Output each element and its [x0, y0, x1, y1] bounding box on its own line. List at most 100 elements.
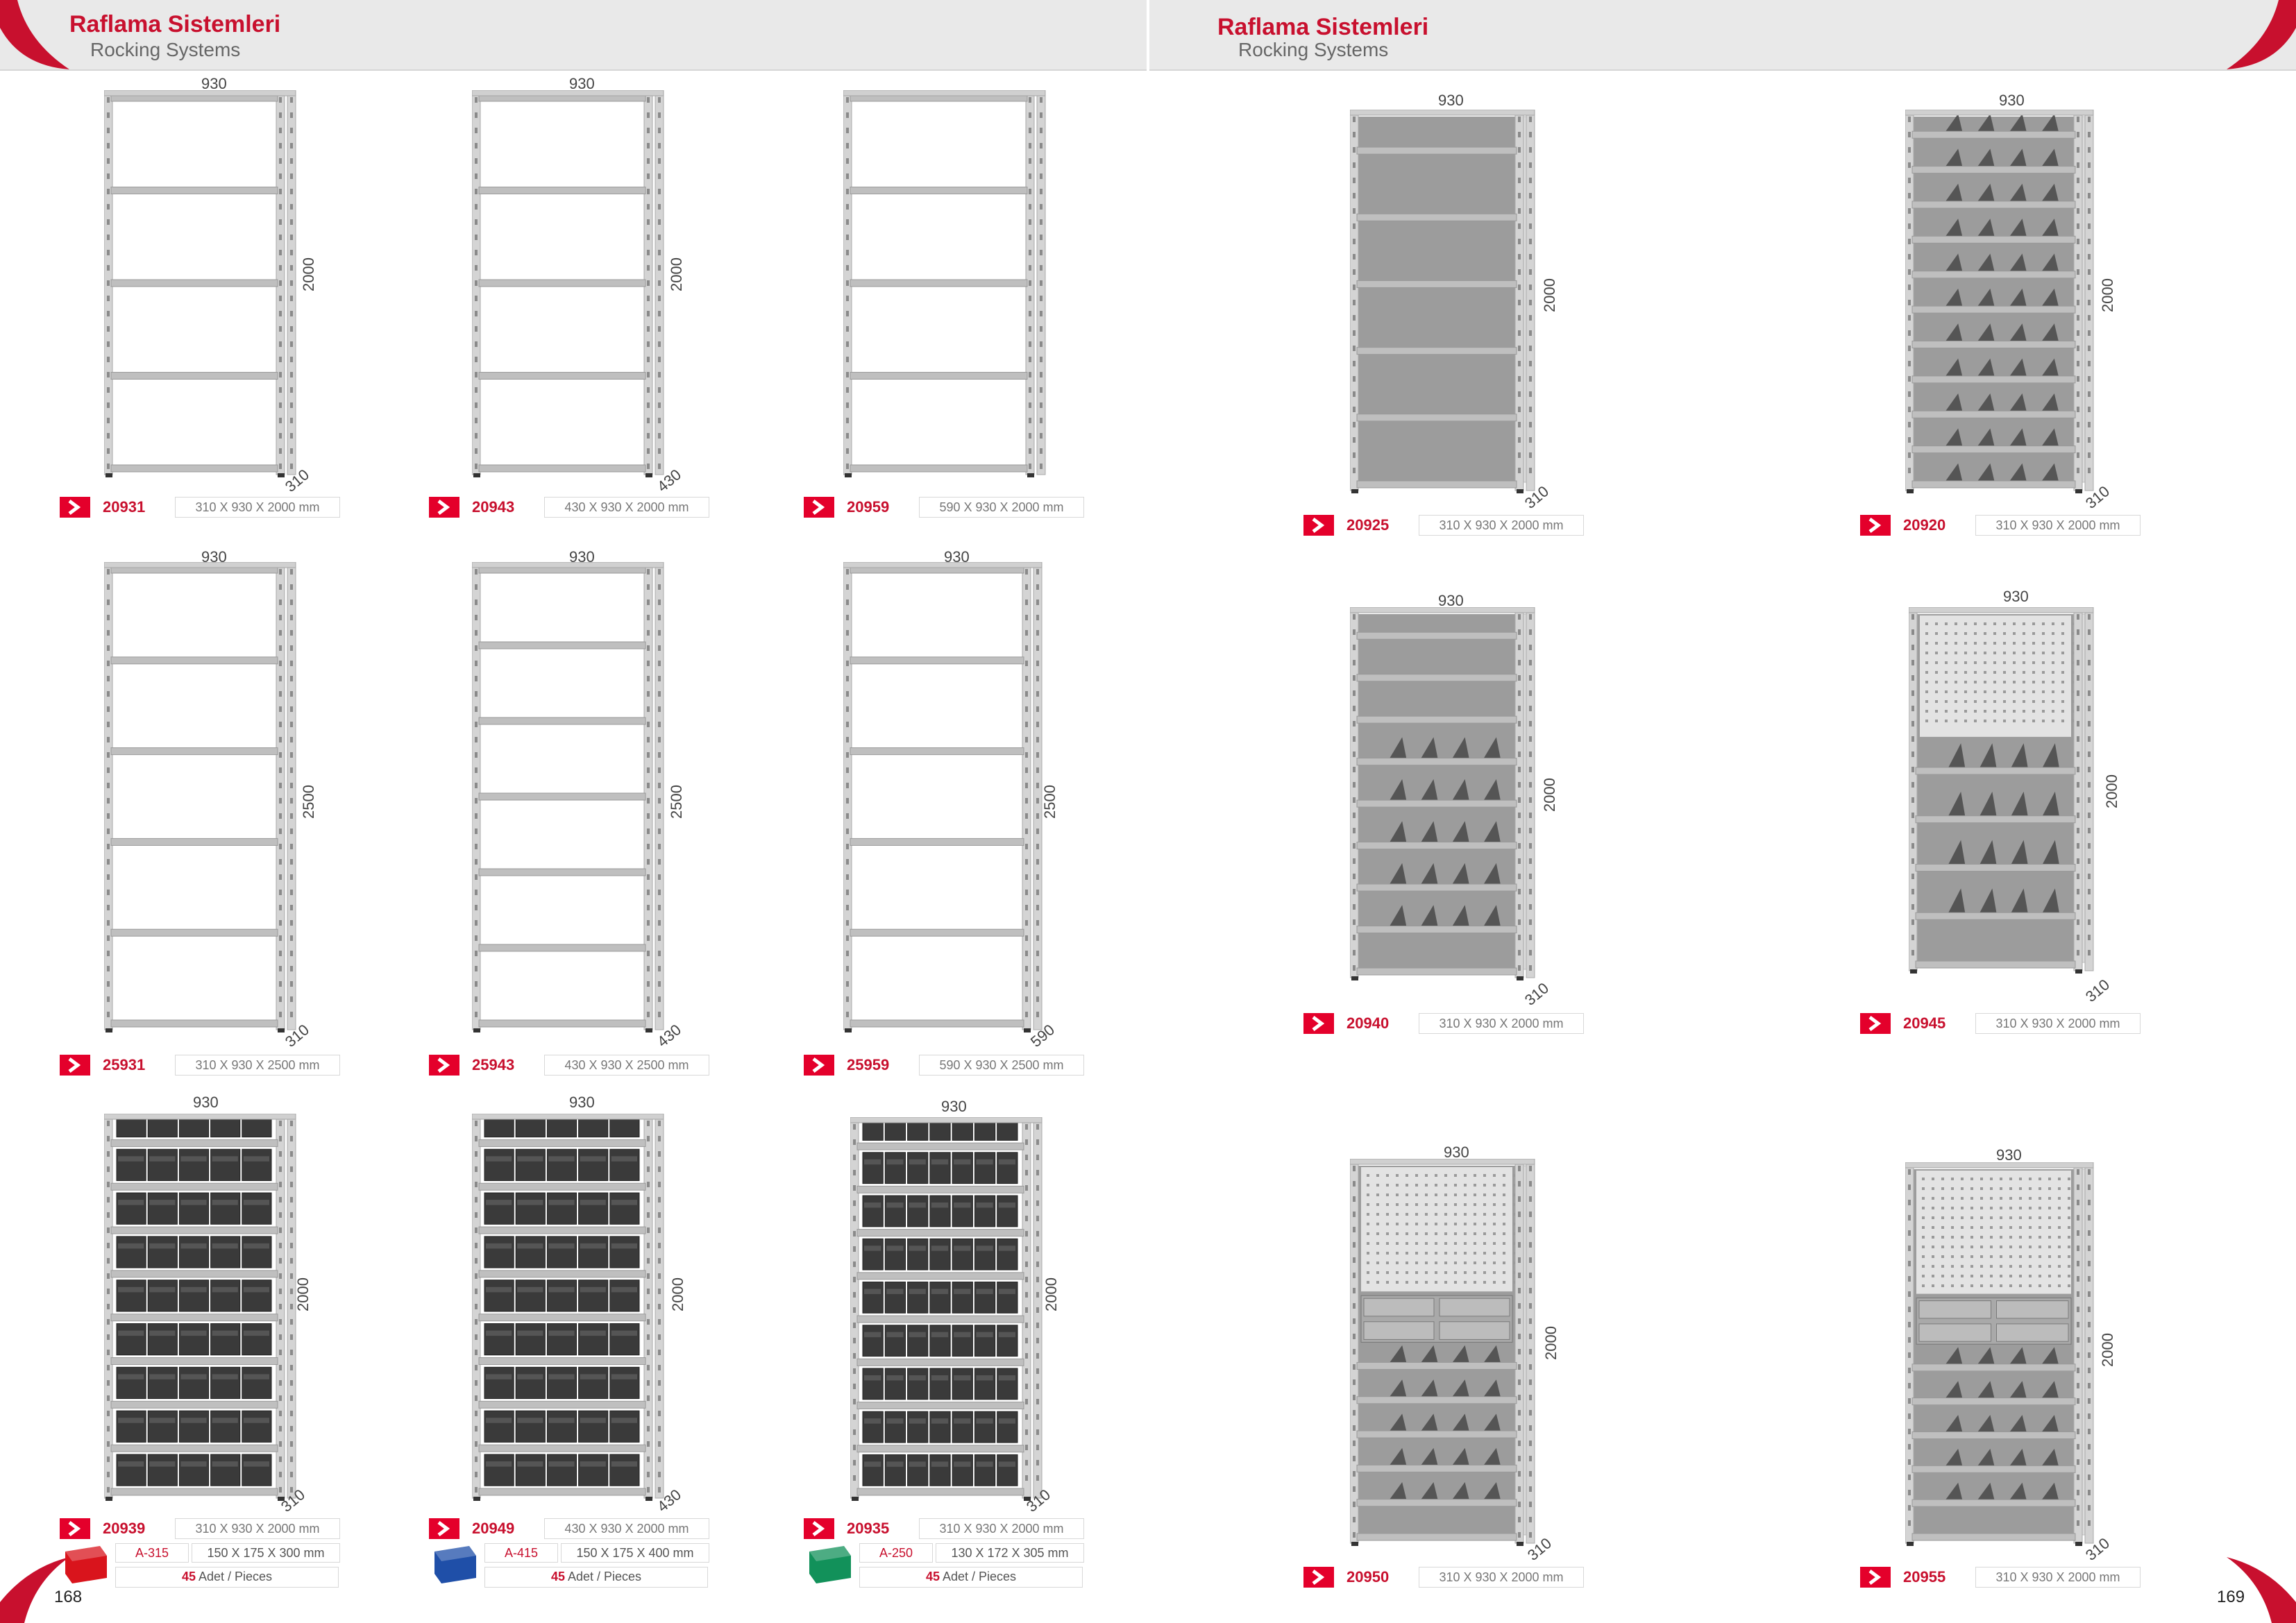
post-slot [107, 387, 110, 393]
post-slot [647, 722, 650, 727]
shelf [110, 1400, 278, 1409]
pegboard-hole [1503, 1174, 1505, 1177]
post-slot [107, 706, 110, 712]
shelf [110, 279, 278, 287]
storage-bin-front [180, 1374, 207, 1379]
width-dimension: 930 [569, 1094, 595, 1111]
pegboard-hole [2009, 1275, 2012, 1277]
post-slot [475, 143, 478, 148]
post-slot [107, 341, 110, 347]
rack-back-panel [1358, 614, 1515, 968]
post-slot [1911, 721, 1914, 726]
post-slot [107, 1289, 110, 1294]
post-slot [107, 1441, 110, 1447]
post-slot [846, 935, 849, 941]
pegboard-hole [1435, 1223, 1437, 1225]
post-slot [647, 1012, 650, 1017]
rack-top-rail [104, 1114, 296, 1120]
storage-bin [952, 1238, 973, 1271]
pegboard-hole [1993, 652, 1996, 654]
post-slot [658, 706, 661, 712]
post-slot [2088, 1291, 2091, 1297]
shelf-divider [2009, 393, 2027, 411]
pegboard-hole [1932, 1187, 1934, 1190]
post-slot [853, 1323, 856, 1328]
pegboard-hole [1990, 1207, 1993, 1209]
post-slot [1353, 1273, 1356, 1278]
post-slot [475, 311, 478, 316]
post-slot [2077, 1337, 2079, 1343]
pegboard-hole [2058, 1255, 2061, 1258]
post-slot [475, 1365, 478, 1370]
post-slot [658, 630, 661, 636]
post-slot [2077, 904, 2079, 910]
product-code: 20959 [847, 498, 890, 516]
pegboard-hole [1454, 1203, 1457, 1206]
post-slot [475, 676, 478, 681]
post-slot [853, 1353, 856, 1359]
storage-bin [578, 1236, 609, 1268]
post-slot [658, 890, 661, 895]
post-slot [475, 296, 478, 301]
post-slot [846, 615, 849, 620]
pegboard-hole [1932, 1207, 1934, 1209]
post-slot [1040, 219, 1043, 225]
post-slot [475, 1136, 478, 1141]
shelf [1356, 1533, 1517, 1541]
shelf-divider [2041, 183, 2059, 201]
post-slot [658, 143, 661, 148]
pegboard-hole [1454, 1252, 1457, 1255]
storage-bin-front [909, 1203, 926, 1208]
storage-bin [116, 1454, 146, 1486]
shelf-divider [1390, 737, 1407, 758]
post-slot [290, 97, 293, 103]
post-slot [279, 798, 282, 804]
storage-bin [997, 1454, 1018, 1486]
pegboard-hole [2042, 661, 2045, 664]
post-slot [1529, 874, 1532, 879]
pegboard-hole [2048, 1187, 2051, 1190]
storage-bin-front [212, 1461, 238, 1467]
post-slot [658, 1380, 661, 1386]
pegboard-hole [1961, 1178, 1964, 1180]
post-slot [1908, 1413, 1911, 1419]
pegboard-hole [1512, 1193, 1515, 1196]
post-slot [1353, 1227, 1356, 1232]
post-slot [1353, 407, 1356, 412]
post-slot [658, 1426, 661, 1431]
pegboard-hole [1464, 1174, 1467, 1177]
post-slot [1911, 629, 1914, 635]
post-slot [658, 219, 661, 225]
pegboard-hole [1935, 642, 1938, 645]
pegboard-hole [1961, 1255, 1964, 1258]
shelf [1915, 960, 2076, 969]
pegboard-hole [1951, 1178, 1954, 1180]
post-slot [475, 951, 478, 956]
pegboard-hole [1376, 1213, 1379, 1216]
storage-bin [609, 1366, 640, 1400]
post-slot [658, 691, 661, 697]
shelf-divider [2041, 323, 2059, 341]
post-slot [846, 296, 849, 301]
pegboard-hole [1955, 652, 1957, 654]
post-slot [1036, 905, 1039, 910]
pegboard-hole [1990, 1226, 1993, 1229]
shelf-divider [1421, 1482, 1438, 1499]
pegboard-hole [2032, 700, 2035, 703]
storage-bin [210, 1148, 241, 1181]
pegboard-hole [1974, 622, 1977, 625]
shelf-divider [1945, 1482, 1963, 1500]
shelf [110, 372, 278, 380]
post-slot [2077, 269, 2079, 275]
shelf-divider [2009, 288, 2027, 307]
storage-bin [578, 1454, 609, 1486]
storage-bin-front [998, 1289, 1015, 1294]
storage-bin [515, 1148, 546, 1181]
storage-bin [116, 1410, 146, 1443]
shelf-divider [1452, 1379, 1469, 1397]
shelf-divider [1452, 1447, 1469, 1465]
